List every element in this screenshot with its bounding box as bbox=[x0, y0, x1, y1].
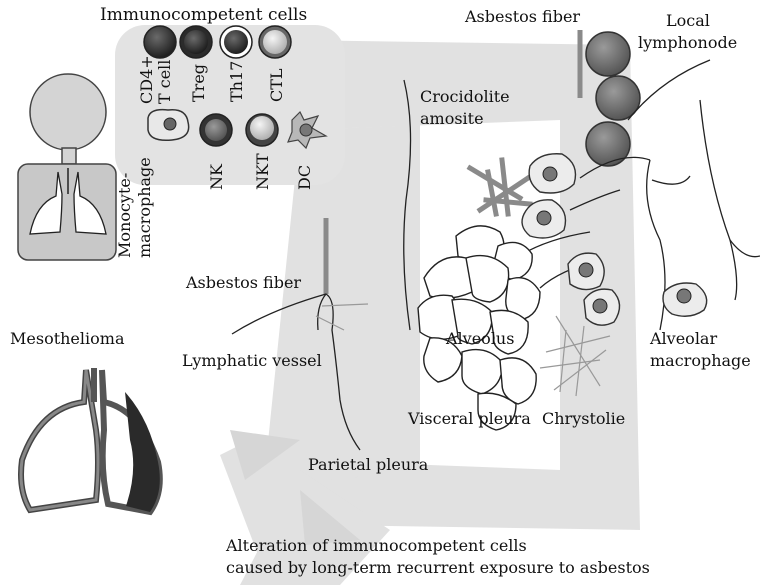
parietal-pleura-label: Parietal pleura bbox=[308, 456, 428, 474]
cd4-tcell-label-line1: CD4+ bbox=[138, 55, 156, 104]
mesothelioma-lungs-icon bbox=[21, 368, 160, 512]
lymph-node-3 bbox=[586, 122, 630, 166]
cell-cd4-tcell-icon bbox=[144, 26, 176, 58]
ctl-label: CTL bbox=[268, 68, 286, 102]
th17-label: Th17 bbox=[228, 61, 246, 102]
chrystolie-label: Chrystolie bbox=[542, 410, 625, 428]
cd4-tcell-label-line2: T cell bbox=[156, 60, 174, 104]
cell-nkt-icon bbox=[246, 114, 278, 146]
cell-ctl-icon bbox=[259, 26, 291, 58]
caption-line-1: Alteration of immunocompetent cells bbox=[226, 537, 527, 555]
crocidolite-label-1: Crocidolite bbox=[420, 88, 510, 106]
alveolar-macrophage-label-2: macrophage bbox=[650, 352, 751, 370]
dc-label: DC bbox=[296, 165, 314, 190]
cell-treg-icon bbox=[180, 26, 212, 58]
cells-panel-title: Immunocompetent cells bbox=[100, 6, 307, 26]
lymph-node-1 bbox=[586, 32, 630, 76]
monocyte-label-line2: macrophage bbox=[136, 157, 154, 258]
local-lymphonode-label-1: Local bbox=[666, 12, 710, 30]
caption-line-2: caused by long-term recurrent exposure t… bbox=[226, 559, 650, 577]
monocyte-label-line1: Monocyte- bbox=[116, 173, 134, 258]
alveolus-label: Alveolus bbox=[446, 330, 514, 348]
nk-label: NK bbox=[208, 164, 226, 190]
alveolus-cluster bbox=[418, 226, 540, 430]
cell-monocyte-macrophage-icon bbox=[148, 110, 189, 141]
local-lymphonode-label-2: lymphonode bbox=[638, 34, 737, 52]
human-lungs-icon bbox=[18, 74, 116, 260]
treg-label: Treg bbox=[190, 64, 208, 102]
asbestos-fiber-top-label: Asbestos fiber bbox=[465, 8, 580, 26]
alveolar-macrophage-label-1: Alveolar bbox=[650, 330, 717, 348]
cell-nk-icon bbox=[200, 114, 232, 146]
crocidolite-label-2: amosite bbox=[420, 110, 484, 128]
mesothelioma-label: Mesothelioma bbox=[10, 330, 124, 348]
cell-th17-icon bbox=[220, 26, 252, 58]
lymphatic-vessel-label: Lymphatic vessel bbox=[182, 352, 322, 370]
nkt-label: NKT bbox=[254, 153, 272, 190]
asbestos-fiber-left-label: Asbestos fiber bbox=[186, 274, 301, 292]
visceral-pleura-label: Visceral pleura bbox=[408, 410, 531, 428]
